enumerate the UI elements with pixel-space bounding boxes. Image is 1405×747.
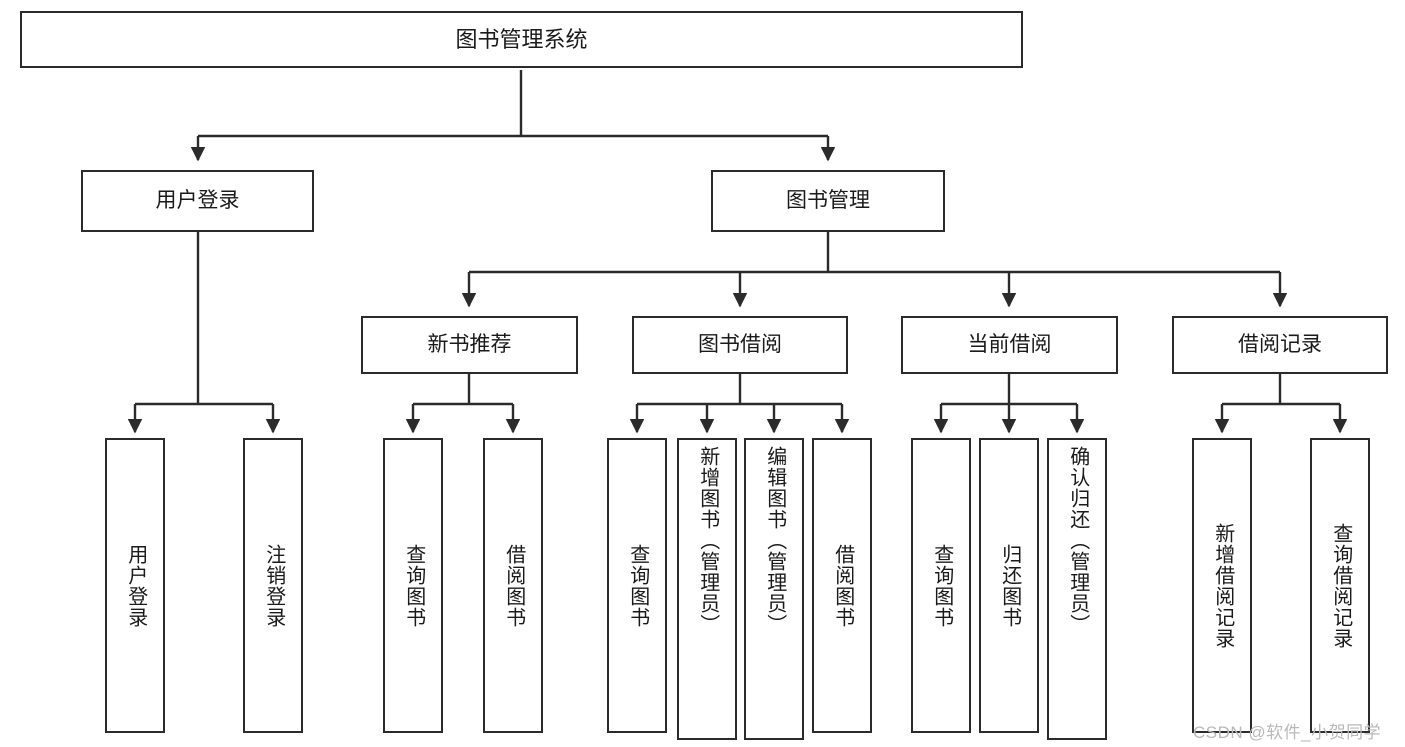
leaf-user-login-logout[interactable]: 注销登录 bbox=[243, 438, 303, 733]
leaf-borrow-query-book-label: 查询图书 bbox=[626, 543, 649, 628]
node-user-login-label: 用户登录 bbox=[155, 188, 240, 212]
leaf-borrow-add-book-admin[interactable]: 新增图书（管理员） bbox=[677, 438, 737, 740]
leaf-record-query-record[interactable]: 查询借阅记录 bbox=[1310, 438, 1370, 733]
leaf-borrow-query-book[interactable]: 查询图书 bbox=[607, 438, 667, 733]
leaf-user-login-login[interactable]: 用户登录 bbox=[105, 438, 165, 733]
node-borrow-record-label: 借阅记录 bbox=[1238, 332, 1322, 356]
leaf-current-confirm-return-admin[interactable]: 确认归还（管理员） bbox=[1047, 438, 1107, 740]
leaf-current-query-book-label: 查询图书 bbox=[930, 543, 953, 628]
leaf-recommend-borrow-book-label: 借阅图书 bbox=[502, 543, 525, 628]
node-root-system[interactable]: 图书管理系统 bbox=[20, 11, 1023, 68]
node-book-borrow-label: 图书借阅 bbox=[698, 332, 782, 356]
leaf-borrow-borrow-book-label: 借阅图书 bbox=[831, 543, 854, 628]
leaf-record-add-record-label: 新增借阅记录 bbox=[1211, 522, 1234, 649]
node-borrow-record[interactable]: 借阅记录 bbox=[1172, 316, 1388, 374]
leaf-user-login-logout-label: 注销登录 bbox=[262, 543, 285, 628]
leaf-record-add-record[interactable]: 新增借阅记录 bbox=[1192, 438, 1252, 733]
csdn-watermark: CSDN @软件_小贺同学 bbox=[1193, 723, 1382, 742]
leaf-borrow-add-book-admin-label: 新增图书（管理员） bbox=[696, 446, 719, 635]
node-book-management-label: 图书管理 bbox=[786, 188, 870, 212]
leaf-current-return-book[interactable]: 归还图书 bbox=[979, 438, 1039, 733]
leaf-current-query-book[interactable]: 查询图书 bbox=[911, 438, 971, 733]
node-current-borrow[interactable]: 当前借阅 bbox=[901, 316, 1118, 374]
leaf-borrow-borrow-book[interactable]: 借阅图书 bbox=[812, 438, 872, 733]
node-root-system-label: 图书管理系统 bbox=[455, 26, 588, 52]
leaf-recommend-borrow-book[interactable]: 借阅图书 bbox=[483, 438, 543, 733]
node-new-book-recommend-label: 新书推荐 bbox=[427, 332, 512, 356]
leaf-recommend-query-book[interactable]: 查询图书 bbox=[383, 438, 443, 733]
node-current-borrow-label: 当前借阅 bbox=[967, 332, 1052, 356]
node-book-borrow[interactable]: 图书借阅 bbox=[632, 316, 848, 374]
leaf-recommend-query-book-label: 查询图书 bbox=[402, 543, 425, 628]
leaf-borrow-edit-book-admin-label: 编辑图书（管理员） bbox=[763, 446, 786, 635]
leaf-current-confirm-return-admin-label: 确认归还（管理员） bbox=[1066, 446, 1089, 635]
leaf-current-return-book-label: 归还图书 bbox=[998, 543, 1021, 628]
node-new-book-recommend[interactable]: 新书推荐 bbox=[361, 316, 578, 374]
leaf-borrow-edit-book-admin[interactable]: 编辑图书（管理员） bbox=[744, 438, 804, 740]
leaf-user-login-login-label: 用户登录 bbox=[124, 543, 147, 628]
node-user-login[interactable]: 用户登录 bbox=[81, 170, 314, 232]
node-book-management[interactable]: 图书管理 bbox=[711, 170, 945, 232]
leaf-record-query-record-label: 查询借阅记录 bbox=[1329, 522, 1352, 649]
